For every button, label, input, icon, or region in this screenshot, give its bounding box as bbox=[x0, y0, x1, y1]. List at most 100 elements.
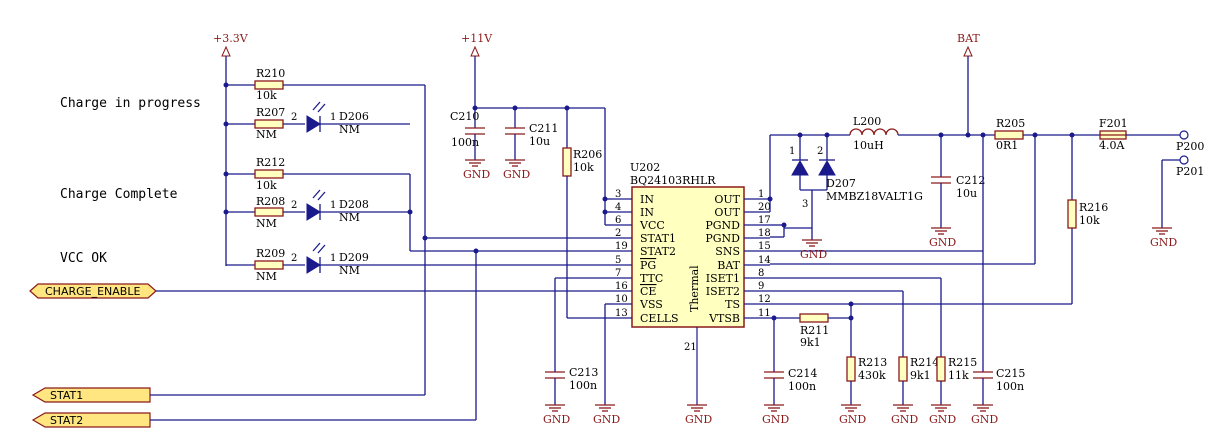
r208-ref: R208 bbox=[256, 195, 285, 208]
d207-pin2: 2 bbox=[817, 146, 823, 157]
ic-right-pin-name: OUT bbox=[714, 206, 740, 219]
d209-pin1: 1 bbox=[330, 253, 336, 264]
ic-left-pin-name: CELLS bbox=[640, 312, 679, 325]
stat2-port-label: STAT2 bbox=[50, 414, 83, 427]
port-stat2: STAT2 bbox=[31, 412, 476, 428]
r216-value: 10k bbox=[1079, 214, 1100, 227]
diode-d207: 1 2 3 D207 MMBZ18VALT1G bbox=[789, 135, 923, 240]
ic-right-pin-name: VTSB bbox=[708, 312, 740, 325]
d209-ref: D209 bbox=[339, 251, 369, 264]
ground-symbol: GND bbox=[1150, 227, 1177, 249]
ic-left-pin-number: 7 bbox=[615, 268, 621, 279]
ground-label: GND bbox=[1150, 236, 1177, 249]
ground-symbol: GND bbox=[839, 404, 866, 426]
c212-ref: C212 bbox=[956, 174, 985, 187]
ground-symbol: GND bbox=[503, 159, 530, 181]
r207-value: NM bbox=[256, 128, 277, 141]
port-charge-enable: CHARGE_ENABLE bbox=[29, 283, 612, 299]
d206-pin2: 2 bbox=[291, 112, 297, 123]
ic-left-pin-number: 19 bbox=[615, 241, 628, 252]
r215-ref: R215 bbox=[948, 356, 977, 369]
r205-ref: R205 bbox=[996, 117, 1025, 130]
resistor-r212: R212 10k bbox=[226, 156, 410, 192]
ic-left-pin-number: 2 bbox=[615, 228, 621, 239]
r211-value: 9k1 bbox=[800, 336, 821, 349]
r212-ref: R212 bbox=[256, 156, 285, 169]
ic-left-pin-name: IN bbox=[640, 193, 654, 206]
r213-value: 430k bbox=[858, 369, 886, 382]
power-bat-label: BAT bbox=[957, 32, 980, 45]
capacitor-c213: C213 100n bbox=[545, 365, 598, 405]
ic-left-pin-name: VSS bbox=[639, 298, 663, 311]
r212-value: 10k bbox=[256, 179, 277, 192]
fuse-f201: F201 4.0A bbox=[1099, 117, 1180, 152]
l200-value: 10uH bbox=[853, 139, 884, 152]
ic-left-pin-number: 6 bbox=[615, 215, 621, 226]
capacitor-c215: C215 100n bbox=[973, 365, 1025, 405]
ic-right-pin-name: ISET1 bbox=[706, 272, 740, 285]
ic-right-pin-name: BAT bbox=[717, 259, 740, 272]
r209-value: NM bbox=[256, 270, 277, 283]
inductor-l200: L200 10uH bbox=[849, 115, 995, 152]
r214-value: 9k1 bbox=[910, 369, 931, 382]
c213-ref: C213 bbox=[569, 366, 598, 379]
ground-symbol: GND bbox=[929, 227, 956, 249]
ground-label: GND bbox=[800, 248, 827, 261]
resistor-r216: R216 10k bbox=[1067, 135, 1108, 229]
ic-right-pin-number: 11 bbox=[758, 308, 771, 319]
ic-right-pin-number: 14 bbox=[758, 255, 771, 266]
c215-ref: C215 bbox=[996, 367, 1025, 380]
r207-ref: R207 bbox=[256, 106, 285, 119]
ic-right-pin-name: OUT bbox=[714, 193, 740, 206]
d208-pin1: 1 bbox=[330, 200, 336, 211]
f201-value: 4.0A bbox=[1099, 139, 1125, 152]
ic-ref: U202 bbox=[630, 161, 660, 174]
c210-ref: C210 bbox=[450, 110, 479, 123]
ground-symbol: GND bbox=[929, 404, 956, 426]
power-bat-symbol: BAT bbox=[957, 32, 980, 135]
d207-value: MMBZ18VALT1G bbox=[826, 190, 923, 203]
resistor-r210: R210 10k bbox=[226, 67, 425, 102]
led-d209: 2 1 D209 NM bbox=[291, 242, 612, 277]
d206-pin1: 1 bbox=[330, 112, 336, 123]
ic-right-pin-name: PGND bbox=[705, 219, 740, 232]
ic-left-pin-number: 3 bbox=[615, 189, 621, 200]
ic-right-pin-name: ISET2 bbox=[706, 285, 740, 298]
r214-ref: R214 bbox=[910, 356, 939, 369]
ground-label: GND bbox=[929, 413, 956, 426]
ground-symbol: GND bbox=[543, 404, 570, 426]
capacitor-c211: C211 10u bbox=[505, 108, 558, 160]
c211-value: 10u bbox=[529, 135, 550, 148]
stat1-port-label: STAT1 bbox=[50, 389, 83, 402]
resistor-r215: R215 11k bbox=[936, 356, 977, 405]
ground-label: GND bbox=[593, 413, 620, 426]
r211-ref: R211 bbox=[800, 324, 829, 337]
resistor-r208: R208 NM bbox=[226, 195, 305, 230]
r206-value: 10k bbox=[573, 161, 594, 174]
ic-left-pin-name: STAT1 bbox=[640, 232, 676, 245]
ic-left-pin-number: 13 bbox=[615, 308, 628, 319]
d206-value: NM bbox=[339, 123, 360, 136]
power-11v-symbol: +11V bbox=[461, 32, 493, 108]
note-charge-complete: Charge Complete bbox=[60, 187, 178, 202]
r210-ref: R210 bbox=[256, 67, 285, 80]
ic-left-pin-name: IN bbox=[640, 206, 654, 219]
ground-label: GND bbox=[891, 413, 918, 426]
resistor-r209: R209 NM bbox=[226, 247, 305, 283]
d208-value: NM bbox=[339, 211, 360, 224]
power-3v3-symbol: +3.3V bbox=[213, 32, 249, 266]
d209-value: NM bbox=[339, 264, 360, 277]
note-charge-in-progress: Charge in progress bbox=[60, 96, 201, 111]
r206-ref: R206 bbox=[573, 148, 602, 161]
ground-label: GND bbox=[685, 413, 712, 426]
capacitor-c212: C212 10u bbox=[931, 135, 985, 228]
led-d208: 2 1 D208 NM bbox=[291, 189, 410, 224]
ic-part: BQ24103RHLR bbox=[630, 174, 716, 187]
l200-ref: L200 bbox=[853, 115, 881, 128]
resistor-r207: R207 NM bbox=[226, 106, 305, 141]
ground-label: GND bbox=[762, 413, 789, 426]
c214-value: 100n bbox=[788, 380, 816, 393]
ground-label: GND bbox=[839, 413, 866, 426]
ic-left-pin-name: PG bbox=[640, 259, 656, 272]
